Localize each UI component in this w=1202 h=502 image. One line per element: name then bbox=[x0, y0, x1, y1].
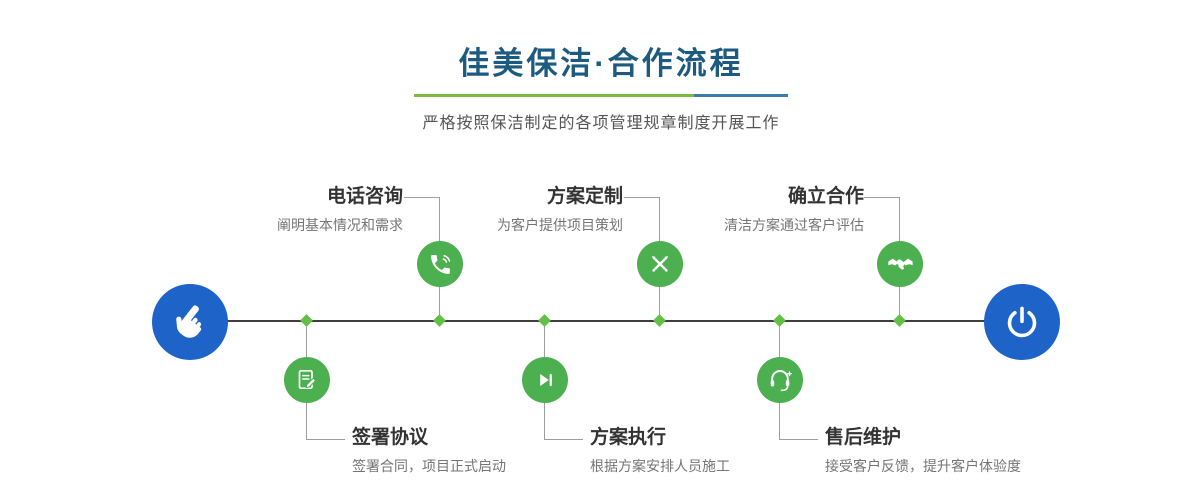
step-title: 售后维护 bbox=[825, 427, 902, 448]
title-divider bbox=[414, 94, 788, 97]
step-title: 确立合作 bbox=[787, 186, 864, 207]
step-desc: 接受客户反馈，提升客户体验度 bbox=[825, 458, 1021, 474]
step-node-plan-customization bbox=[637, 241, 683, 287]
timeline-diamond bbox=[653, 314, 666, 327]
step-title: 签署协议 bbox=[352, 427, 429, 448]
handshake-icon bbox=[887, 251, 914, 278]
step-title: 方案执行 bbox=[590, 427, 667, 448]
step-desc: 为客户提供项目策划 bbox=[497, 217, 623, 233]
hand-pointer-icon bbox=[169, 301, 211, 343]
connector-line bbox=[864, 197, 900, 198]
step-node-after-sales bbox=[757, 357, 803, 403]
headset-icon bbox=[767, 367, 793, 393]
timeline-diamond bbox=[433, 314, 446, 327]
contract-icon bbox=[295, 368, 319, 392]
page-subtitle: 严格按照保洁制定的各项管理规章制度开展工作 bbox=[422, 115, 780, 132]
step-desc: 阐明基本情况和需求 bbox=[277, 217, 403, 233]
timeline-diamond bbox=[300, 314, 313, 327]
step-establish-cooperation: 确立合作 清洁方案通过客户评估 bbox=[724, 186, 864, 234]
step-plan-customization: 方案定制 为客户提供项目策划 bbox=[497, 186, 623, 234]
timeline-diamond bbox=[773, 314, 786, 327]
step-title: 电话咨询 bbox=[326, 186, 403, 207]
step-sign-agreement: 签署协议 签署合同，项目正式启动 bbox=[352, 427, 506, 475]
step-after-sales: 售后维护 接受客户反馈，提升客户体验度 bbox=[825, 427, 1021, 475]
divider-blue-segment bbox=[694, 94, 788, 97]
connector-line bbox=[624, 197, 660, 198]
step-title: 方案定制 bbox=[546, 186, 623, 207]
page-title: 佳美保洁·合作流程 bbox=[458, 46, 744, 81]
timeline-start-node bbox=[152, 284, 228, 360]
connector-line bbox=[404, 197, 440, 198]
divider-green-segment bbox=[414, 94, 694, 97]
step-phone-consultation: 电话咨询 阐明基本情况和需求 bbox=[277, 186, 403, 234]
step-node-plan-execution bbox=[522, 357, 568, 403]
step-desc: 签署合同，项目正式启动 bbox=[352, 458, 506, 474]
design-icon bbox=[648, 252, 672, 276]
step-desc: 清洁方案通过客户评估 bbox=[724, 217, 864, 233]
timeline-diamond bbox=[893, 314, 906, 327]
step-desc: 根据方案安排人员施工 bbox=[590, 458, 730, 474]
connector-line bbox=[307, 439, 345, 440]
timeline-end-node bbox=[984, 284, 1060, 360]
play-icon bbox=[534, 369, 556, 391]
step-node-sign-agreement bbox=[284, 357, 330, 403]
step-node-establish-cooperation bbox=[877, 241, 923, 287]
connector-line bbox=[780, 439, 818, 440]
phone-icon bbox=[428, 252, 453, 277]
connector-line bbox=[545, 439, 583, 440]
step-node-phone-consultation bbox=[417, 241, 463, 287]
timeline-diamond bbox=[538, 314, 551, 327]
step-plan-execution: 方案执行 根据方案安排人员施工 bbox=[590, 427, 730, 475]
timeline-line bbox=[190, 320, 1022, 322]
power-icon bbox=[1003, 303, 1041, 341]
